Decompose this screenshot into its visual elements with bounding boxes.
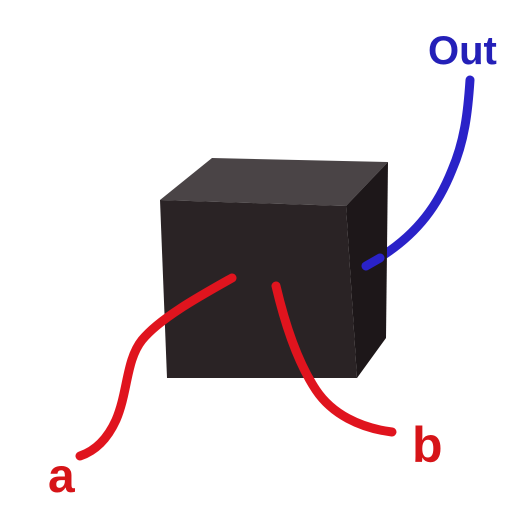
black-box-front-face xyxy=(160,200,357,378)
label-a: a xyxy=(48,450,75,503)
output-wire xyxy=(367,75,475,267)
input-wire-b xyxy=(271,281,397,437)
input-wire-a xyxy=(75,273,237,461)
label-b: b xyxy=(412,417,443,473)
black-box xyxy=(160,158,388,378)
output-wire-tip xyxy=(361,253,385,271)
label-out: Out xyxy=(428,29,497,73)
black-box-top-face xyxy=(160,158,388,206)
